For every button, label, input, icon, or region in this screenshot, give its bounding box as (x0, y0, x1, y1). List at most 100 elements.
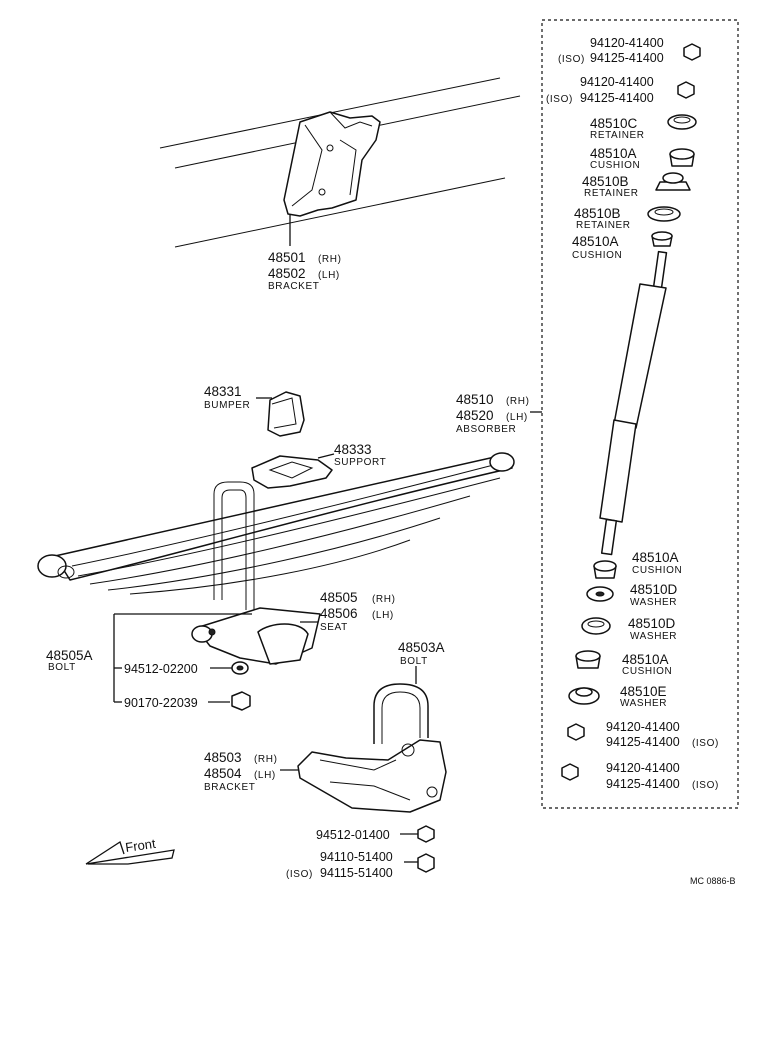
washer-e-icon (568, 687, 600, 705)
nut-bottom-iso: (ISO) (286, 869, 313, 880)
bumper-pn: 48331 (204, 384, 242, 399)
retainer-c-icon (667, 114, 697, 130)
nut3-pn1: 94120-41400 (606, 720, 680, 734)
retainer-b2-name: RETAINER (576, 220, 631, 231)
nut2-icon (677, 81, 695, 99)
washer-bottom-pn: 94512-01400 (316, 828, 390, 842)
retainer-b2-icon (647, 206, 681, 222)
retainer-c-pn: 48510C (590, 116, 638, 131)
washer-d1-pn: 48510D (630, 582, 678, 597)
upper-bracket-name: BRACKET (268, 281, 319, 292)
upper-bracket-pn1: 48501 (268, 250, 306, 265)
cushion-a3-name: CUSHION (632, 565, 682, 576)
nut4-pn1: 94120-41400 (606, 761, 680, 775)
retainer-c-name: RETAINER (590, 130, 645, 141)
ubolt-pn: 48503A (398, 640, 445, 655)
absorber-pn2: 48520 (456, 408, 494, 423)
bolt-pn: 48505A (46, 648, 93, 663)
seat-drawing (191, 607, 321, 665)
retainer-b1-name: RETAINER (584, 188, 639, 199)
seat-name: SEAT (320, 622, 348, 633)
lower-bracket-pn1: 48503 (204, 750, 242, 765)
seat-q2: (LH) (372, 610, 394, 621)
upper-bracket-q1: (RH) (318, 254, 342, 265)
nut1-pn1: 94120-41400 (590, 36, 664, 50)
cushion-a4-pn: 48510A (622, 652, 669, 667)
leaf-spring-drawing (37, 452, 515, 595)
nut-left-pn: 90170-22039 (124, 696, 198, 710)
absorber-drawing (530, 250, 668, 556)
nut1-pn2: 94125-41400 (590, 51, 664, 65)
retainer-b1-icon (655, 172, 691, 191)
nut4-iso: (ISO) (692, 780, 719, 791)
seat-pn2: 48506 (320, 606, 358, 621)
nut-bottom-drawing (404, 853, 435, 873)
washer-d2-name: WASHER (630, 631, 677, 642)
cushion-a4-name: CUSHION (622, 666, 672, 677)
lower-bracket-q2: (LH) (254, 770, 276, 781)
cushion-a3-pn: 48510A (632, 550, 679, 565)
bumper-drawing (256, 391, 305, 437)
lower-bracket-pn2: 48504 (204, 766, 242, 781)
absorber-name: ABSORBER (456, 424, 516, 435)
front-arrow-icon (85, 840, 175, 865)
absorber-kit-box (541, 19, 739, 809)
ubolt-name: BOLT (400, 656, 428, 667)
washer-left-drawing (231, 661, 249, 675)
nut4-pn2: 94125-41400 (606, 777, 680, 791)
washer-e-pn: 48510E (620, 684, 667, 699)
washer-d2-pn: 48510D (628, 616, 676, 631)
retainer-b2-pn: 48510B (574, 206, 621, 221)
spring-ubolt-drawing (213, 481, 255, 610)
nut4-icon (561, 763, 579, 781)
washer-left-pn: 94512-02200 (124, 662, 198, 676)
front-arrow-label: Front (124, 836, 157, 855)
seat-pn1: 48505 (320, 590, 358, 605)
washer-d2-icon (581, 617, 611, 635)
lower-bracket-drawing (280, 739, 447, 813)
upper-bracket-drawing (283, 111, 381, 246)
nut-left-drawing (231, 691, 251, 711)
diagram-code: MC 0886-B (690, 876, 736, 886)
nut2-iso: (ISO) (546, 94, 573, 105)
absorber-q2: (LH) (506, 412, 528, 423)
absorber-pn1: 48510 (456, 392, 494, 407)
washer-bottom-drawing (400, 825, 435, 843)
retainer-b1-pn: 48510B (582, 174, 629, 189)
cushion-a1-pn: 48510A (590, 146, 637, 161)
washer-d1-icon (586, 586, 614, 602)
nut3-icon (567, 723, 585, 741)
nut2-pn1: 94120-41400 (580, 75, 654, 89)
lower-bracket-name: BRACKET (204, 782, 255, 793)
nut1-icon (683, 43, 701, 61)
washer-d1-name: WASHER (630, 597, 677, 608)
nut2-pn2: 94125-41400 (580, 91, 654, 105)
bumper-name: BUMPER (204, 400, 250, 411)
support-name: SUPPORT (334, 457, 386, 468)
nut-bottom-pn2: 94115-51400 (320, 866, 393, 880)
absorber-q1: (RH) (506, 396, 530, 407)
cushion-a4-icon (575, 650, 601, 669)
nut-bottom-pn1: 94110-51400 (320, 850, 393, 864)
seat-q1: (RH) (372, 594, 396, 605)
cushion-a1-name: CUSHION (590, 160, 640, 171)
cushion-a2-name: CUSHION (572, 250, 622, 261)
support-pn: 48333 (334, 442, 372, 457)
upper-bracket-pn2: 48502 (268, 266, 306, 281)
cushion-a2-pn: 48510A (572, 234, 619, 249)
nut3-iso: (ISO) (692, 738, 719, 749)
nut3-pn2: 94125-41400 (606, 735, 680, 749)
support-drawing (251, 453, 335, 489)
ubolt-drawing (373, 666, 429, 744)
upper-bracket-q2: (LH) (318, 270, 340, 281)
cushion-a3-icon (593, 560, 617, 579)
bolt-name: BOLT (48, 662, 76, 673)
nut1-iso: (ISO) (558, 54, 585, 65)
cushion-a1-icon (669, 148, 695, 167)
lower-bracket-q1: (RH) (254, 754, 278, 765)
bolt-callout-lines (113, 613, 252, 703)
washer-e-name: WASHER (620, 698, 667, 709)
cushion-a2-icon (651, 231, 673, 247)
